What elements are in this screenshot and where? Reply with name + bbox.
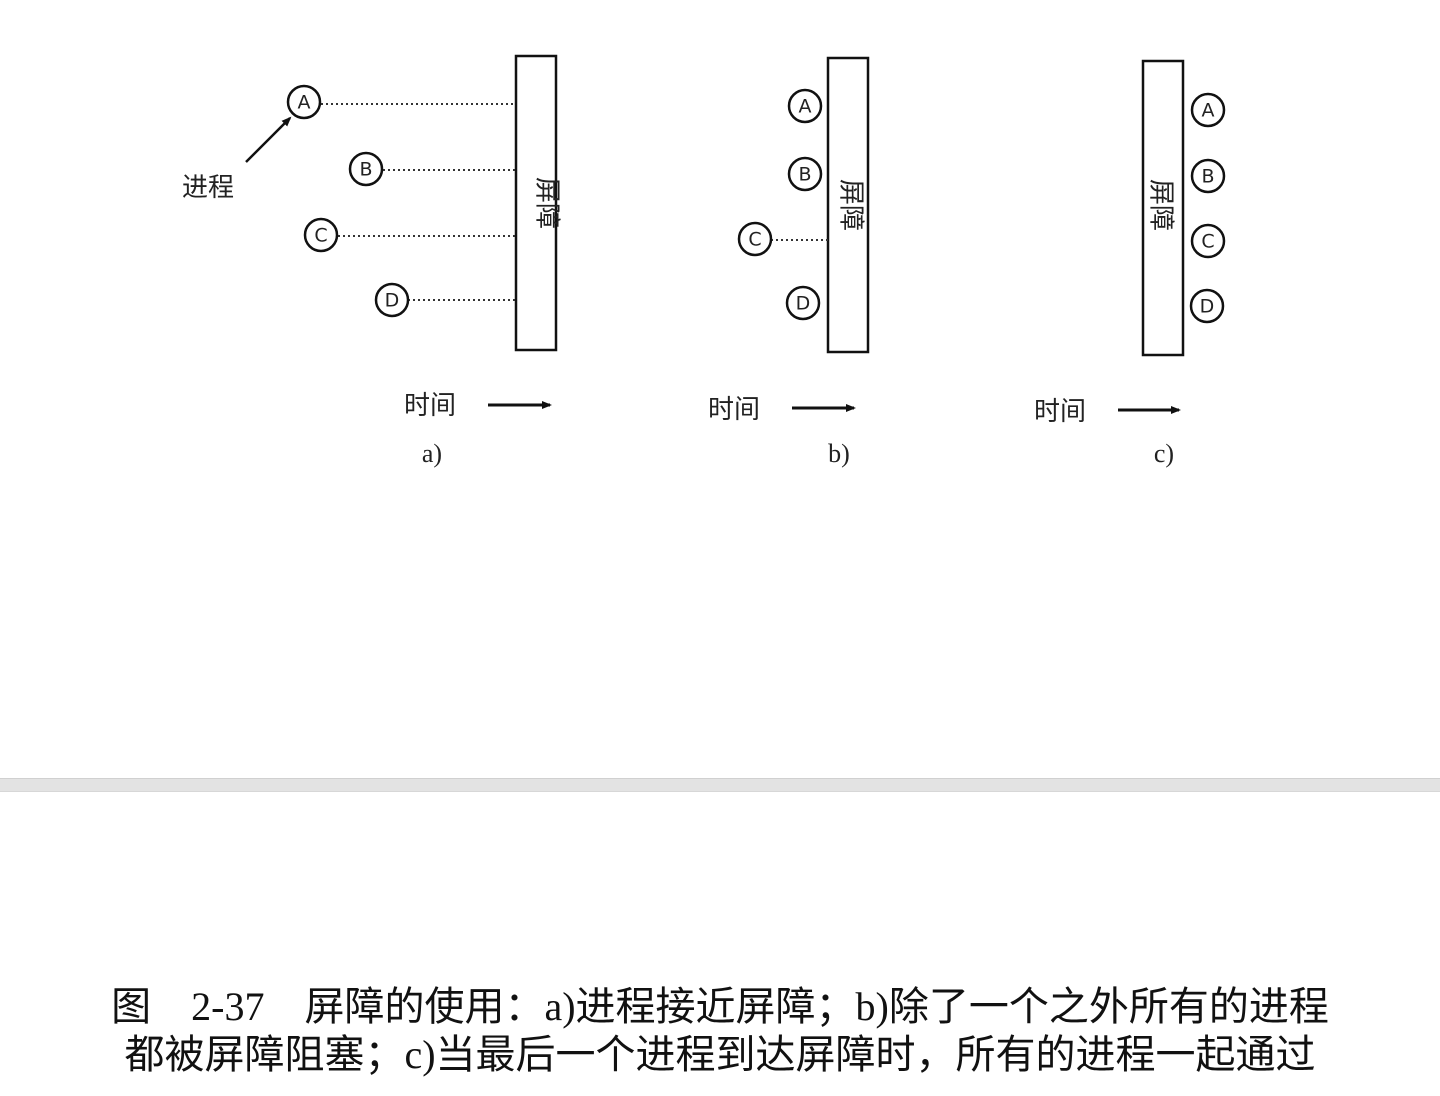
figure-caption-line-1: 图 2-37 屏障的使用：a)进程接近屏障；b)除了一个之外所有的进程 <box>111 984 1329 1029</box>
svg-text:C: C <box>1201 231 1214 253</box>
svg-text:C: C <box>748 229 761 251</box>
barrier-bar-c <box>1141 59 1185 357</box>
page-separator <box>0 778 1440 792</box>
figure-caption-line-2: 都被屏障阻塞；c)当最后一个进程到达屏障时，所有的进程一起通过 <box>124 1032 1316 1077</box>
barrier-label-a: 屏障 <box>532 177 562 229</box>
barrier-diagram: 屏障 A B C D 进程 <box>182 54 1226 468</box>
time-label-c: 时间 <box>1034 397 1086 427</box>
process-node-d: D <box>374 282 410 318</box>
panel-c: 屏障 A B C D 时间 c) <box>1034 59 1226 468</box>
process-label: 进程 <box>182 173 234 203</box>
process-node-a: A <box>286 84 322 120</box>
process-node-a: A <box>1190 92 1226 128</box>
caption-area <box>0 792 1440 1096</box>
panel-a: 屏障 A B C D 进程 <box>182 54 562 468</box>
svg-text:B: B <box>798 164 811 186</box>
process-pointer-arrow <box>245 116 292 163</box>
svg-text:D: D <box>385 290 400 312</box>
process-node-d: D <box>1189 288 1225 324</box>
panel-label-a: a) <box>422 439 442 468</box>
time-label-a: 时间 <box>404 391 456 421</box>
svg-text:A: A <box>799 96 812 118</box>
svg-text:B: B <box>359 159 372 181</box>
svg-text:D: D <box>1200 296 1215 318</box>
process-node-c: C <box>737 221 773 257</box>
svg-text:A: A <box>298 92 311 114</box>
svg-text:C: C <box>314 225 327 247</box>
svg-text:D: D <box>796 293 811 315</box>
process-node-c: C <box>303 217 339 253</box>
barrier-bar-a <box>514 54 558 352</box>
process-node-d: D <box>785 285 821 321</box>
panel-label-c: c) <box>1154 439 1174 468</box>
process-node-b: B <box>348 151 384 187</box>
barrier-bar-b <box>826 56 870 354</box>
time-label-b: 时间 <box>708 395 760 425</box>
svg-text:B: B <box>1201 166 1214 188</box>
barrier-label-b: 屏障 <box>836 179 866 231</box>
barrier-figure: 屏障 A B C D 进程 <box>182 54 1226 468</box>
process-node-a: A <box>787 88 823 124</box>
panel-b: 屏障 A B C D 时间 b) <box>708 56 870 468</box>
svg-text:A: A <box>1202 100 1215 122</box>
process-node-c: C <box>1190 223 1226 259</box>
process-node-b: B <box>1190 158 1226 194</box>
barrier-label-c: 屏障 <box>1146 179 1176 231</box>
process-node-b: B <box>787 156 823 192</box>
panel-label-b: b) <box>828 439 850 468</box>
